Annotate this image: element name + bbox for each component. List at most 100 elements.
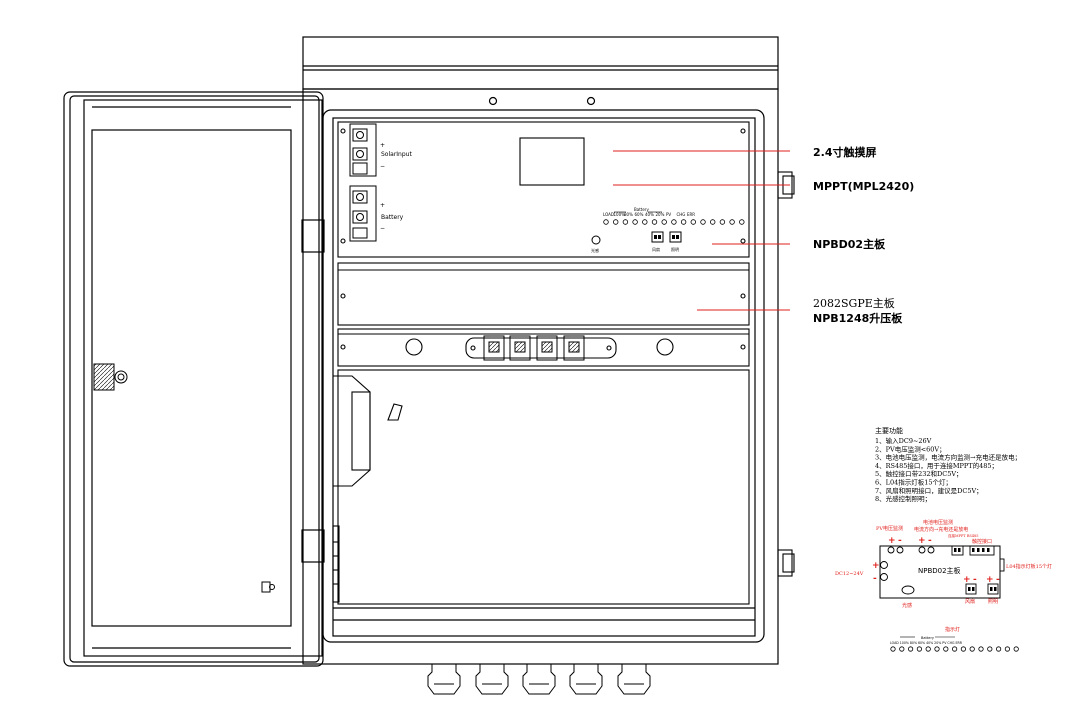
board-sensor-label: 光感 xyxy=(902,602,912,609)
panel-led-icon xyxy=(690,219,696,225)
enclosure-hood xyxy=(302,36,779,90)
function-item: 6、L04指示灯板15个灯； xyxy=(875,478,952,487)
svg-text:+: + xyxy=(888,536,896,546)
svg-text:-: - xyxy=(996,575,1000,585)
indicator-led-icon xyxy=(987,646,993,652)
panel-led-icon xyxy=(642,219,648,225)
led-group-label: Battery xyxy=(634,207,649,212)
panel-led-label: 100% xyxy=(614,212,626,217)
board-fan-label: 风扇 xyxy=(965,598,975,605)
indicator-led-row xyxy=(890,646,1019,652)
light-sensor-label: 光感 xyxy=(591,247,599,253)
svg-text:-: - xyxy=(973,575,977,585)
enclosure-door xyxy=(63,91,325,667)
lower-compartment xyxy=(332,369,750,605)
solar-plus-label: + xyxy=(380,142,385,149)
door-lock-icon xyxy=(93,363,128,391)
battery-label: Battery xyxy=(381,214,404,221)
indicator-group-label: Battery xyxy=(921,636,934,640)
svg-text:+: + xyxy=(872,561,880,571)
panel-led-icon xyxy=(739,219,745,225)
screw-icon xyxy=(586,96,596,106)
board-polarity-marks: + - + - + - + - + - xyxy=(872,536,1000,585)
function-item: 2、PV电压监测<60V； xyxy=(875,444,946,453)
function-item: 3、电池电压监测，电流方向监测→充电还是放电； xyxy=(875,453,1021,462)
indicator-led-icon xyxy=(899,646,905,652)
board-batt-top-label: 电池电压监测 xyxy=(923,519,953,526)
breaker-panel xyxy=(337,328,750,367)
panel-led-icon xyxy=(719,219,726,225)
touchscreen-display xyxy=(519,137,585,186)
functions-title: 主要功能 xyxy=(875,426,903,435)
panel-led-icon xyxy=(622,219,629,225)
board-dc-in-label: DC12~24V xyxy=(835,571,864,577)
indicator-led-icon xyxy=(890,646,896,652)
panel-led-label: 40% xyxy=(645,212,654,217)
panel-led-icon xyxy=(603,219,609,225)
panel-led-icon xyxy=(613,219,619,225)
board-batt-bottom-label: 电流方向→充电还是放电 xyxy=(914,526,968,533)
board-led-board-label: L04指示灯板15个灯 xyxy=(1006,563,1052,570)
callout-sgpe: 2082SGPE主板 xyxy=(813,296,895,310)
panel-led-icon xyxy=(680,219,687,225)
indicator-title: 指示灯 xyxy=(945,626,960,633)
indicator-led-icon xyxy=(1004,646,1011,652)
panel-led-icon xyxy=(671,219,677,225)
panel-led-icon xyxy=(700,219,706,225)
callout-lines xyxy=(613,150,790,311)
panel-led-icon xyxy=(632,219,638,225)
callout-touchscreen: 2.4寸触摸屏 xyxy=(813,145,877,159)
latch-icon xyxy=(777,171,795,577)
panel-led-label: LOAD xyxy=(603,212,614,217)
battery-minus-label: − xyxy=(380,225,385,232)
svg-text:-: - xyxy=(928,536,932,546)
indicator-led-icon xyxy=(907,646,914,652)
indicator-led-icon xyxy=(969,646,975,652)
function-item: 8、光感控制照明； xyxy=(875,494,931,503)
npbd02-board xyxy=(879,545,1005,599)
fan-connector xyxy=(651,231,664,243)
panel-led-label: 20% xyxy=(656,212,665,217)
board-pv-label: PV电压监测 xyxy=(876,525,903,532)
panel-led-icon xyxy=(710,219,716,225)
indicator-led-icon xyxy=(951,646,958,652)
terminal-block xyxy=(349,123,377,242)
battery-plus-label: + xyxy=(380,202,385,209)
lighting-connector xyxy=(669,231,682,243)
panel-led-label: ERR xyxy=(687,212,695,217)
door-catch-icon xyxy=(261,581,275,593)
indicator-led-icon xyxy=(916,646,923,652)
function-item: 1、输入DC9~26V xyxy=(875,436,932,445)
indicator-led-icon xyxy=(978,646,984,652)
panel-led-label: 60% xyxy=(635,212,644,217)
indicator-led-icon xyxy=(1013,646,1019,652)
solar-minus-label: − xyxy=(380,163,385,170)
circuit-breaker xyxy=(483,335,585,361)
callout-npbd02: NPBD02主板 xyxy=(813,237,886,251)
callout-mppt: MPPT(MPL2420) xyxy=(813,180,914,193)
svg-text:+: + xyxy=(918,536,926,546)
panel-led-label: 80% xyxy=(624,212,633,217)
sgpe-panel xyxy=(337,262,750,326)
lighting-label: 照明 xyxy=(671,247,679,252)
indicator-led-icon xyxy=(943,646,949,652)
enclosure-body xyxy=(302,88,779,665)
panel-led-label: PV xyxy=(666,212,671,217)
indicator-led-icon xyxy=(960,646,967,652)
panel-led-label: CHG xyxy=(677,212,686,217)
board-light-label: 照明 xyxy=(988,599,998,605)
functions-list: 1、输入DC9~26V2、PV电压监测<60V；3、电池电压监测，电流方向监测→… xyxy=(875,436,1021,503)
function-item: 7、风扇和照明接口，建议是DC5V； xyxy=(875,486,983,495)
callout-npb1248: NPB1248升压板 xyxy=(813,311,903,325)
svg-text:-: - xyxy=(898,536,902,546)
light-sensor-icon xyxy=(591,235,601,245)
function-item: 5、触控接口带232和DC5V； xyxy=(875,469,963,478)
svg-text:+: + xyxy=(963,575,971,585)
indicator-labels: LOAD 100% 80% 60% 40% 20% PV CHG ERR xyxy=(890,641,963,645)
mppt-panel xyxy=(337,121,750,258)
indicator-led-icon xyxy=(934,646,940,652)
cable-gland xyxy=(427,663,651,695)
board-rs485-label: 连接MPPT RS485 xyxy=(948,533,978,538)
